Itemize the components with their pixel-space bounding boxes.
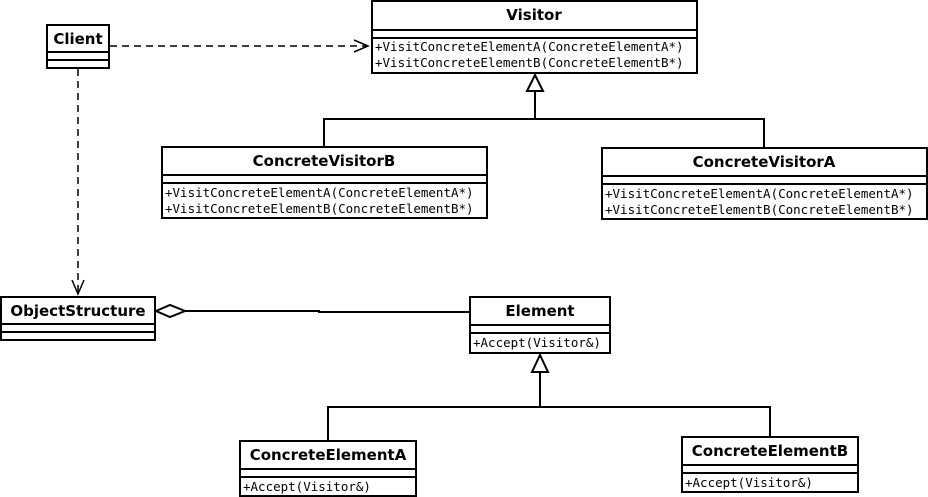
operation: +VisitConcreteElementA(ConcreteElementA*… (375, 39, 684, 54)
client-visitor-dependency (110, 39, 370, 53)
class-client: Client (46, 24, 110, 69)
class-visitor-name: Visitor (506, 6, 562, 24)
objectstructure-element-aggregation (153, 303, 469, 319)
class-object-structure-name: ObjectStructure (10, 302, 145, 320)
class-concrete-visitor-b: ConcreteVisitorB +VisitConcreteElementA(… (161, 146, 488, 219)
client-objectstructure-dependency (71, 69, 85, 296)
operation: +VisitConcreteElementB(ConcreteElementB*… (165, 201, 474, 216)
class-concrete-element-b-name: ConcreteElementB (692, 442, 848, 460)
class-concrete-element-b: ConcreteElementB +Accept(Visitor&) (681, 436, 859, 493)
operation: +VisitConcreteElementA(ConcreteElementA*… (165, 185, 474, 200)
class-concrete-visitor-a: ConcreteVisitorA +VisitConcreteElementA(… (601, 147, 928, 220)
class-client-name: Client (53, 30, 102, 48)
class-visitor: Visitor +VisitConcreteElementA(ConcreteE… (371, 0, 698, 74)
class-object-structure: ObjectStructure (0, 296, 156, 341)
class-element-name: Element (505, 302, 574, 320)
operation: +Accept(Visitor&) (473, 335, 601, 350)
class-concrete-element-a-name: ConcreteElementA (250, 446, 407, 464)
class-concrete-visitor-a-name: ConcreteVisitorA (693, 153, 836, 171)
class-concrete-visitor-b-name: ConcreteVisitorB (253, 152, 396, 170)
visitor-generalization (323, 72, 765, 148)
operation: +VisitConcreteElementA(ConcreteElementA*… (605, 186, 914, 201)
operation: +Accept(Visitor&) (685, 475, 813, 490)
operation: +Accept(Visitor&) (243, 479, 371, 494)
class-element: Element +Accept(Visitor&) (469, 296, 611, 354)
operation: +VisitConcreteElementB(ConcreteElementB*… (375, 55, 684, 70)
element-generalization (327, 352, 771, 441)
operation: +VisitConcreteElementB(ConcreteElementB*… (605, 202, 914, 217)
class-concrete-element-a: ConcreteElementA +Accept(Visitor&) (239, 440, 417, 497)
